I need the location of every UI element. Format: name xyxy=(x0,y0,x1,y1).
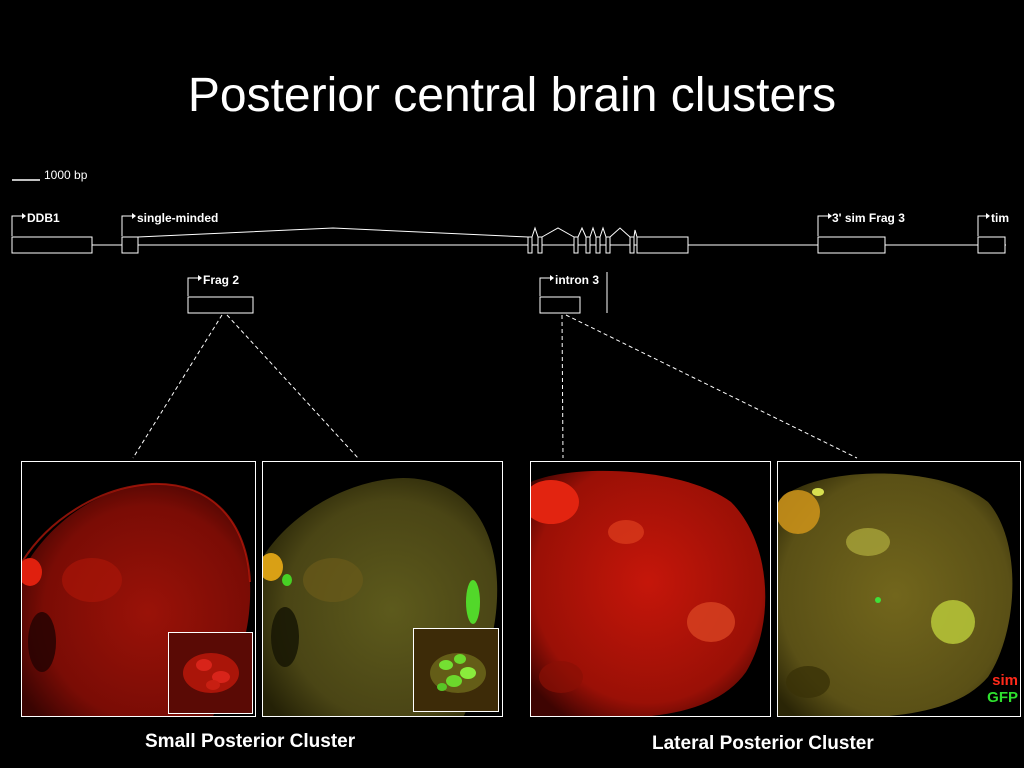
scale-bar-label: 1000 bp xyxy=(44,168,88,182)
gene-map-diagram: 1000 bp DDB1 single-minded 3' xyxy=(11,168,1009,459)
intron3-fragment: intron 3 xyxy=(539,272,608,314)
channel-legend: sim GFP xyxy=(987,672,1018,706)
single-minded-gene: single-minded xyxy=(121,211,689,254)
slide-title: Posterior central brain clusters xyxy=(187,69,837,122)
intron3-label: intron 3 xyxy=(555,273,599,287)
sim-frag3-fragment: 3' sim Frag 3 xyxy=(817,211,905,254)
inset-merge-small xyxy=(413,628,499,712)
caption-lateral-posterior-cluster: Lateral Posterior Cluster xyxy=(652,733,874,754)
ddb1-gene: DDB1 xyxy=(11,211,93,254)
image-panel-sim-small xyxy=(21,461,256,717)
frag2-fragment: Frag 2 xyxy=(187,273,254,314)
legend-sim: sim xyxy=(992,672,1018,689)
connector-lines xyxy=(132,314,858,459)
image-panel-sim-lateral xyxy=(530,461,771,717)
frag2-label: Frag 2 xyxy=(203,273,239,287)
sim-frag3-label: 3' sim Frag 3 xyxy=(832,211,905,225)
caption-small-posterior-cluster: Small Posterior Cluster xyxy=(145,731,356,752)
legend-gfp: GFP xyxy=(987,689,1018,706)
image-panel-merge-lateral: sim GFP xyxy=(777,461,1021,717)
tim-gene: tim xyxy=(977,211,1009,254)
single-minded-label: single-minded xyxy=(137,211,218,225)
image-panel-merge-small xyxy=(262,461,503,717)
inset-sim-small xyxy=(168,632,253,714)
tim-label: tim xyxy=(991,211,1009,225)
ddb1-label: DDB1 xyxy=(27,211,60,225)
